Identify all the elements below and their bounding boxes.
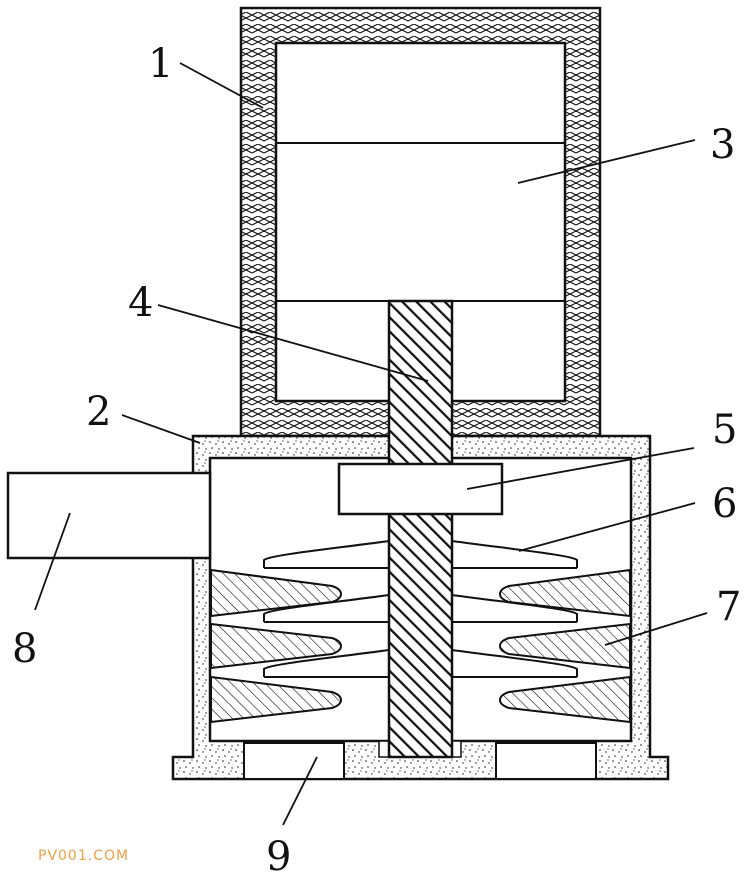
label-8: 8 — [12, 626, 37, 672]
label-1: 1 — [148, 41, 173, 87]
part-labels: 1 3 4 2 5 6 7 8 9 — [12, 41, 741, 880]
disc-springs — [263, 540, 578, 678]
label-9: 9 — [266, 834, 291, 880]
pressure-plate — [337, 462, 504, 516]
side-pipe — [6, 471, 212, 560]
label-4: 4 — [128, 280, 153, 326]
piston-rod — [387, 299, 454, 759]
label-6: 6 — [712, 481, 737, 527]
label-7: 7 — [716, 584, 741, 630]
label-5: 5 — [712, 407, 737, 453]
label-3: 3 — [710, 122, 735, 168]
label-2: 2 — [86, 389, 111, 435]
leader-lines — [34, 62, 708, 826]
watermark: PV001.COM — [38, 848, 129, 864]
